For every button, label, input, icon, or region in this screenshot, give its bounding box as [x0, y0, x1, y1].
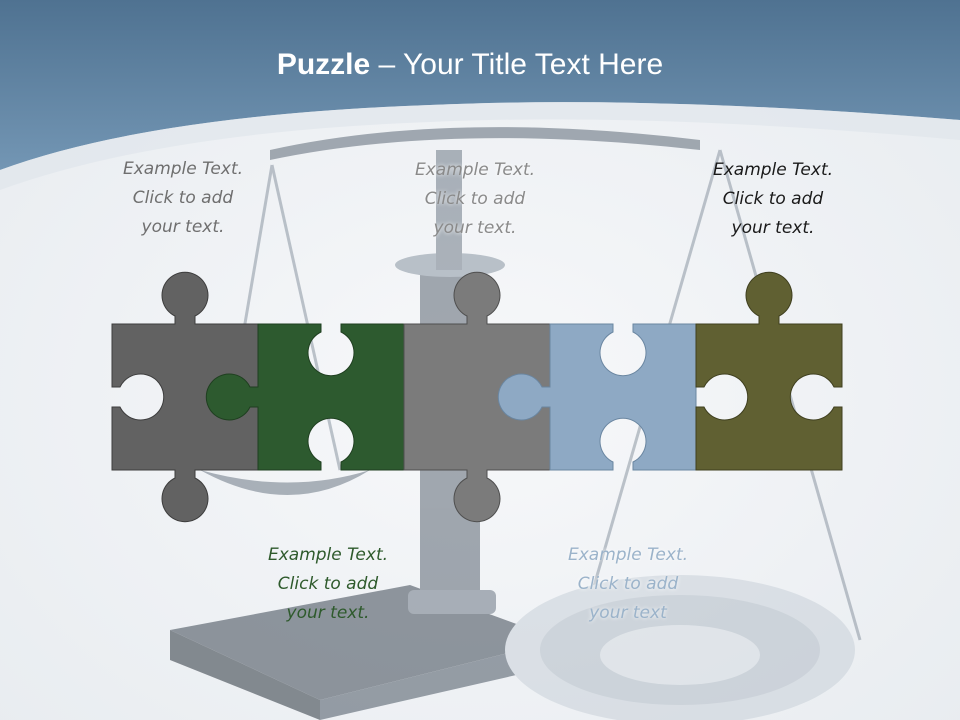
puzzle-strip	[111, 271, 843, 523]
caption-4[interactable]: Example Text. Click to add your text	[567, 545, 689, 623]
caption-5[interactable]: Example Text. Click to add your text.	[712, 160, 834, 238]
puzzle-piece-1[interactable]	[111, 271, 259, 523]
caption-3[interactable]: Example Text. Click to add your text.	[414, 160, 536, 238]
caption-1[interactable]: Example Text. Click to add your text.	[122, 159, 244, 237]
puzzle-piece-2[interactable]	[205, 323, 405, 471]
scales-of-justice-image	[170, 127, 862, 720]
caption-2[interactable]: Example Text. Click to add your text.	[267, 545, 389, 623]
title-bold: Puzzle	[276, 48, 371, 81]
slide-title[interactable]: Puzzle – Your Title Text Here	[0, 48, 940, 82]
header-band	[0, 0, 960, 170]
title-rest: – Your Title Text Here	[370, 48, 664, 81]
puzzle-piece-5[interactable]	[695, 271, 843, 471]
header-swoosh	[0, 102, 960, 190]
puzzle-piece-4[interactable]	[497, 323, 697, 471]
